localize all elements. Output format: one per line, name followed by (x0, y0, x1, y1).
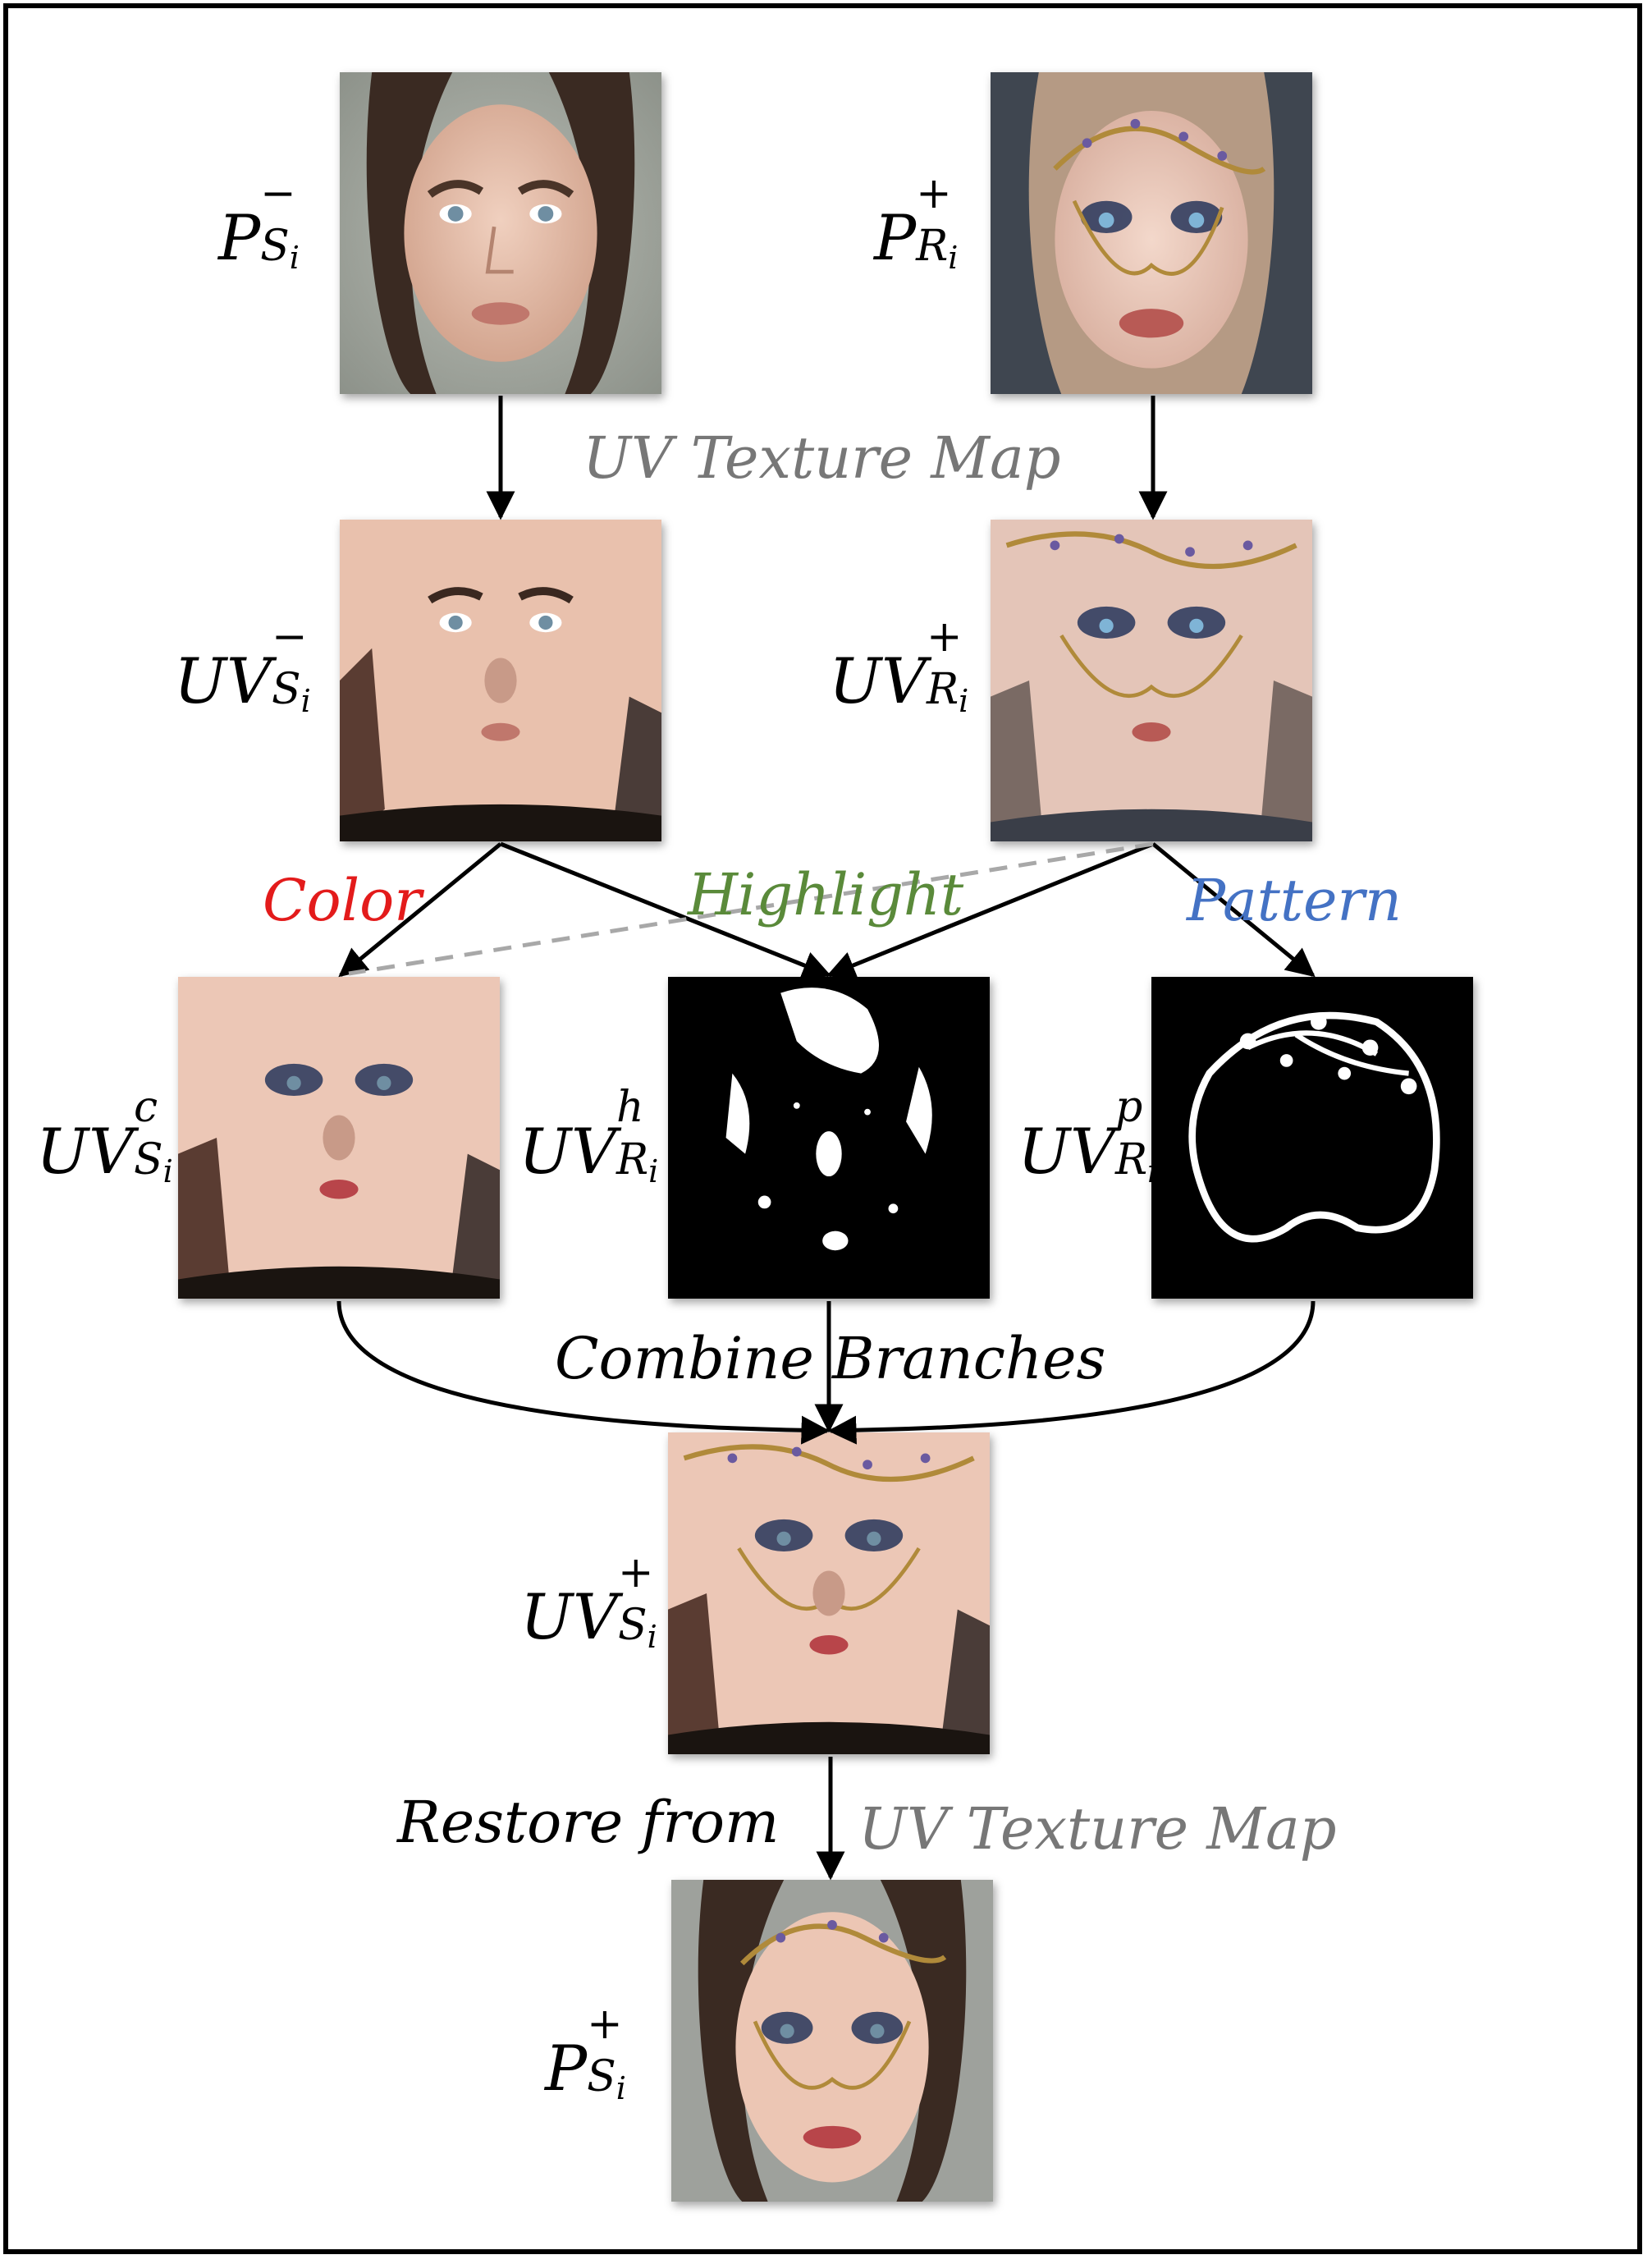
color-branch-uv-image (178, 977, 500, 1299)
label-p-s-minus: P−Si (218, 169, 300, 276)
reference-face-image (991, 72, 1312, 394)
figure-frame (3, 3, 1642, 2254)
source-uv-map-image (340, 520, 661, 841)
label-p-s-plus: P+Si (545, 2000, 626, 2106)
caption-uv-texture-map: UV Texture Map (583, 424, 1061, 492)
final-face-image (671, 1880, 993, 2202)
caption-combine-branches: Combine Branches (555, 1325, 1106, 1392)
source-face-image (340, 72, 661, 394)
caption-color: Color (263, 867, 422, 934)
reference-uv-map-image (991, 520, 1312, 841)
caption-pattern: Pattern (1187, 867, 1402, 934)
label-uv-s-plus: UV+Si (520, 1548, 657, 1655)
caption-highlight: Highlight (688, 861, 964, 928)
combined-uv-map-image (668, 1432, 990, 1754)
label-uv-r-plus: UV+Ri (829, 612, 969, 719)
pattern-branch-mask-image (1151, 977, 1473, 1299)
caption-uv-texture-map-2: UV Texture Map (858, 1795, 1337, 1863)
label-p-r-plus: P+Ri (874, 169, 959, 276)
label-uv-s-minus: UV−Si (174, 612, 311, 719)
caption-restore-from: Restore from (397, 1789, 780, 1856)
highlight-branch-mask-image (668, 977, 990, 1299)
